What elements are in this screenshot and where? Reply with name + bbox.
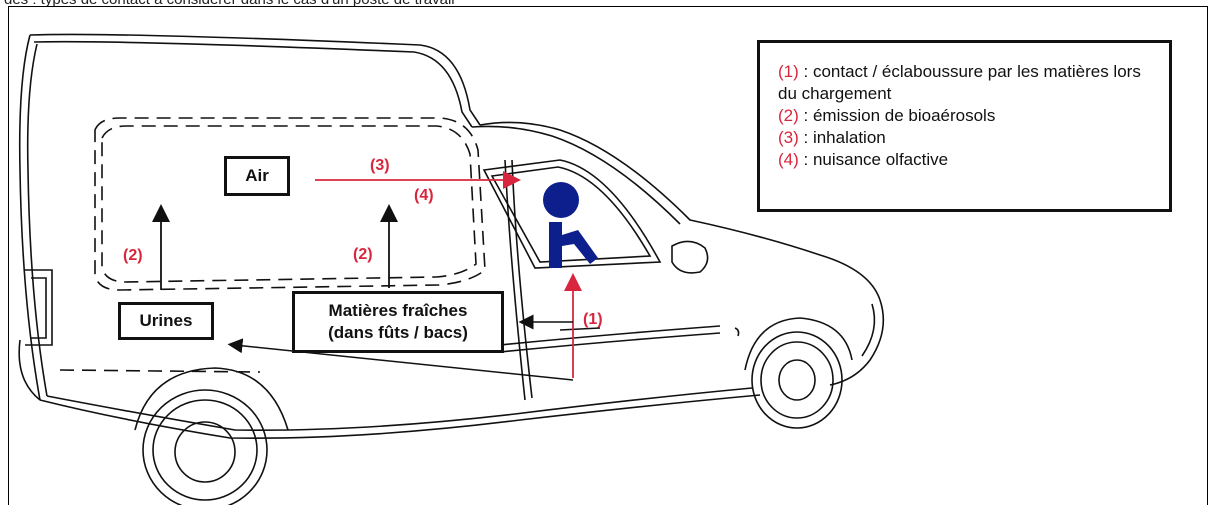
matieres-label-line1: Matières fraîches [328, 301, 468, 320]
legend-item-3: (3) : inhalation [778, 128, 886, 147]
air-label-box: Air [224, 156, 290, 196]
marker-2-center: (2) [353, 246, 373, 263]
marker-3: (3) [370, 157, 390, 174]
cut-off-header-text: des : types de contact à considérer dans… [4, 0, 455, 8]
air-label: Air [245, 166, 269, 185]
legend-box: (1) : contact / éclaboussure par les mat… [757, 40, 1172, 212]
matieres-label-line2: (dans fûts / bacs) [328, 323, 468, 342]
marker-4: (4) [414, 187, 434, 204]
driver-figure [543, 182, 598, 268]
urines-label-box: Urines [118, 302, 214, 340]
frame-top-border [8, 6, 1208, 7]
marker-2-left: (2) [123, 247, 143, 264]
legend-item-1: (1) : contact / éclaboussure par les mat… [778, 62, 1141, 103]
matieres-label-box: Matières fraîches (dans fûts / bacs) [292, 291, 504, 353]
contact-line-urines [227, 338, 574, 381]
rear-wheel [134, 367, 289, 505]
marker-1: (1) [583, 311, 603, 328]
legend-item-2: (2) : émission de bioaérosols [778, 106, 996, 125]
frame-right-border [1207, 6, 1208, 505]
van-body [18, 33, 885, 439]
legend-item-4: (4) : nuisance olfactive [778, 150, 949, 169]
frame-left-border [8, 6, 9, 505]
urines-label: Urines [139, 311, 193, 330]
front-wheel [744, 317, 853, 429]
